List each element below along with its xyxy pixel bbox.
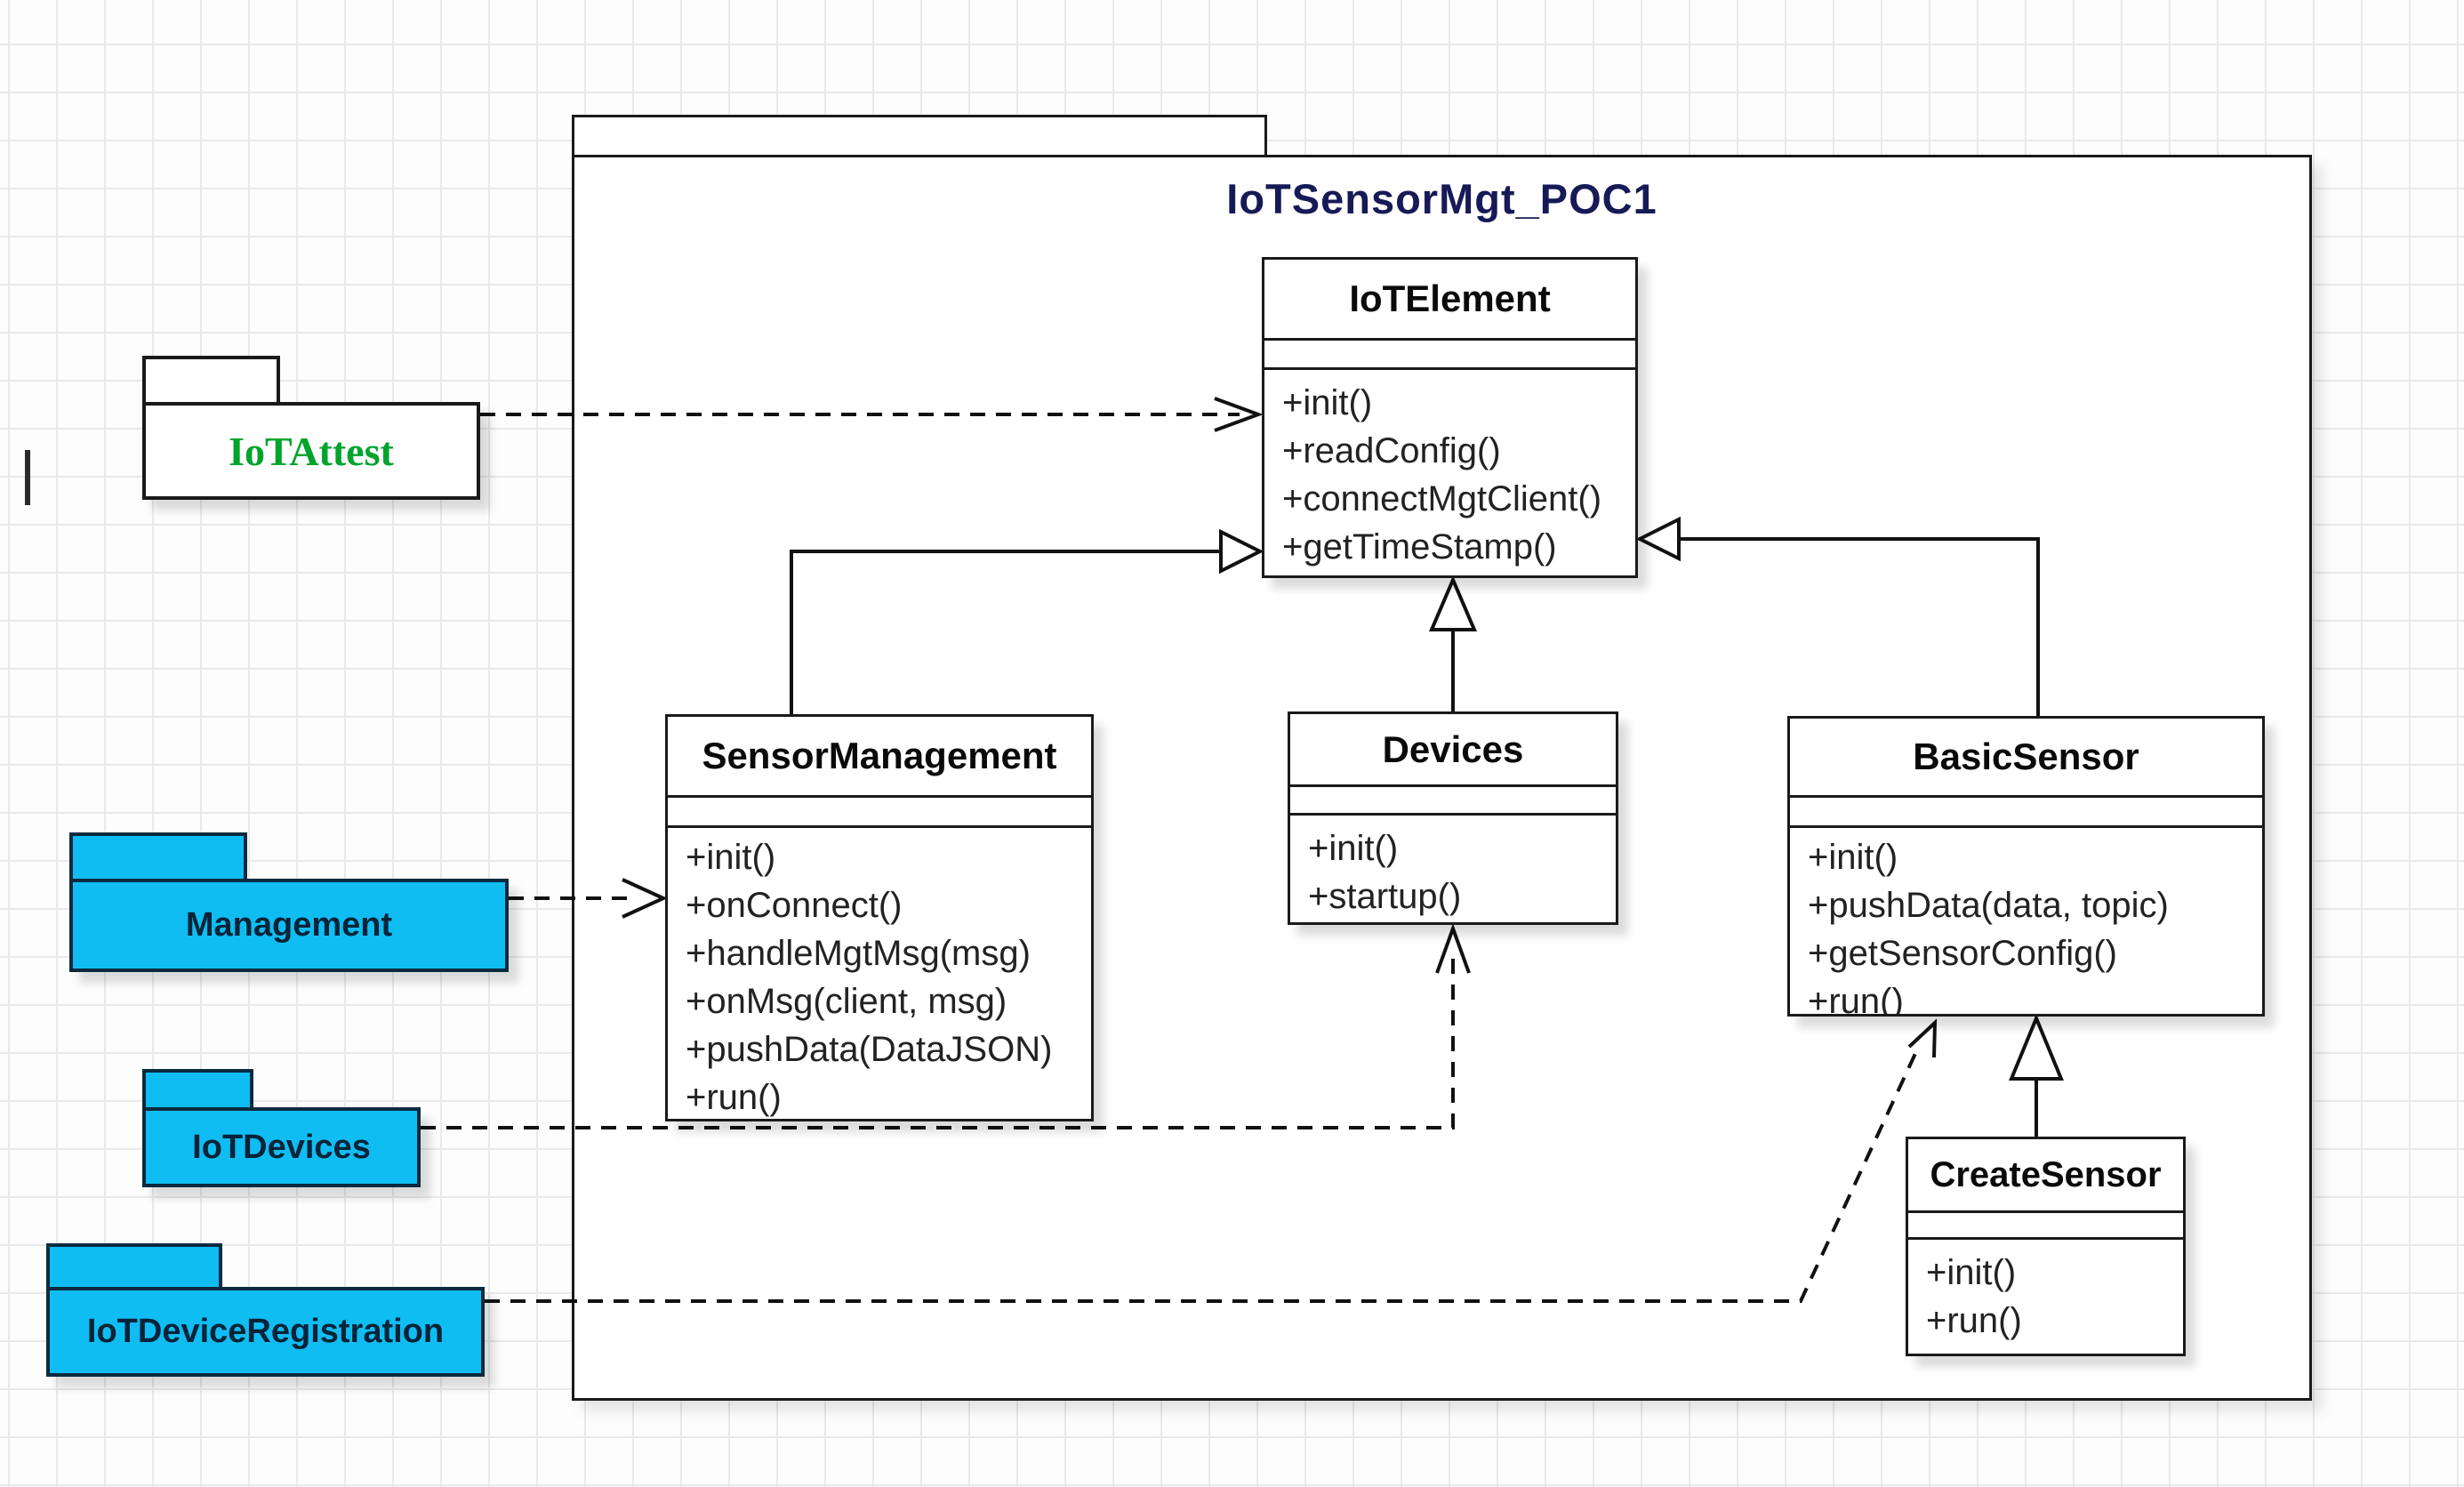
method-label: +run() (1808, 982, 1904, 1014)
method-label: +getTimeStamp() (1282, 527, 1557, 567)
method-label: +connectMgtClient() (1282, 479, 1602, 518)
package-iotdevices-tab[interactable] (142, 1069, 253, 1111)
frame-package-title: IoTSensorMgt_POC1 (1226, 175, 1657, 222)
class-createsensor[interactable]: CreateSensor +init() +run() (1906, 1137, 2186, 1356)
class-devices-title: Devices (1382, 727, 1524, 770)
class-basicsensor-methods: +init() +pushData(data, topic) +getSensorC… (1790, 828, 2262, 1014)
generalization-basicsensor-to-iotelement[interactable] (1635, 516, 2040, 716)
method-label: +pushData(DataJSON) (686, 1030, 1053, 1069)
package-management-label: Management (185, 906, 393, 944)
method-label: +getSensorConfig() (1808, 934, 2117, 973)
method-label: +run() (686, 1078, 782, 1117)
class-devices-methods: +init() +startup() (1290, 816, 1616, 922)
package-iotdeviceregistration[interactable]: IoTDeviceRegistration (46, 1287, 485, 1377)
method-label: +onMsg(client, msg) (686, 982, 1007, 1021)
package-management-tab[interactable] (69, 832, 247, 882)
class-iotelement-methods: +init() +readConfig() +connectMgtClient() +… (1264, 370, 1635, 575)
class-basicsensor-attributes (1790, 795, 2262, 828)
method-label: +init() (1926, 1253, 2017, 1292)
method-label: +init() (1308, 829, 1399, 868)
class-createsensor-title: CreateSensor (1930, 1154, 2162, 1194)
method-label: +pushData(data, topic) (1808, 886, 2169, 925)
class-createsensor-methods: +init() +run() (1908, 1240, 2183, 1354)
method-label: +init() (1282, 383, 1373, 422)
dependency-iotattest-to-iotelement[interactable] (480, 397, 1264, 432)
class-iotelement-attributes (1264, 338, 1635, 370)
generalization-createsensor-to-basicsensor[interactable] (2009, 1013, 2064, 1137)
method-label: +readConfig() (1282, 431, 1501, 470)
class-iotelement-title: IoTElement (1349, 277, 1551, 319)
class-basicsensor-title: BasicSensor (1913, 735, 2139, 777)
class-devices-attributes (1290, 784, 1616, 816)
frame-package-tab[interactable] (572, 115, 1267, 157)
class-sensormanagement-methods: +init() +onConnect() +handleMgtMsg(msg) +on… (668, 828, 1091, 1119)
method-label: +init() (686, 838, 776, 877)
class-sensormanagement[interactable]: SensorManagement +init() +onConnect() +han… (665, 714, 1094, 1121)
edge-artifact-line (25, 450, 30, 505)
class-createsensor-attributes (1908, 1210, 2183, 1240)
generalization-sensormanagement-to-iotelement[interactable] (790, 528, 1264, 714)
dependency-iotdevices-to-devices[interactable] (421, 923, 1471, 1129)
class-basicsensor[interactable]: BasicSensor +init() +pushData(data, topic… (1787, 716, 2265, 1017)
package-iotattest-tab[interactable] (142, 356, 280, 406)
package-iotdeviceregistration-tab[interactable] (46, 1243, 222, 1290)
package-iotdevices-label: IoTDevices (192, 1128, 371, 1166)
class-iotelement[interactable]: IoTElement +init() +readConfig() +connectM… (1262, 257, 1638, 578)
method-label: +onConnect() (686, 886, 903, 925)
dependency-management-to-sensormanagement[interactable] (509, 878, 668, 919)
package-iotattest[interactable]: IoTAttest (142, 402, 480, 500)
package-management[interactable]: Management (69, 879, 509, 972)
method-label: +handleMgtMsg(msg) (686, 934, 1031, 973)
class-devices[interactable]: Devices +init() +startup() (1288, 711, 1618, 925)
class-sensormanagement-attributes (668, 795, 1091, 828)
method-label: +run() (1926, 1301, 2022, 1340)
package-iotdeviceregistration-label: IoTDeviceRegistration (86, 1313, 445, 1350)
dependency-iotdeviceregistration-to-basicsensor[interactable] (485, 1018, 1938, 1303)
class-sensormanagement-title: SensorManagement (702, 735, 1057, 776)
package-iotattest-label: IoTAttest (229, 428, 394, 474)
method-label: +startup() (1308, 877, 1462, 916)
generalization-devices-to-iotelement[interactable] (1428, 575, 1478, 711)
package-iotdevices[interactable]: IoTDevices (142, 1107, 421, 1187)
method-label: +init() (1808, 838, 1898, 877)
